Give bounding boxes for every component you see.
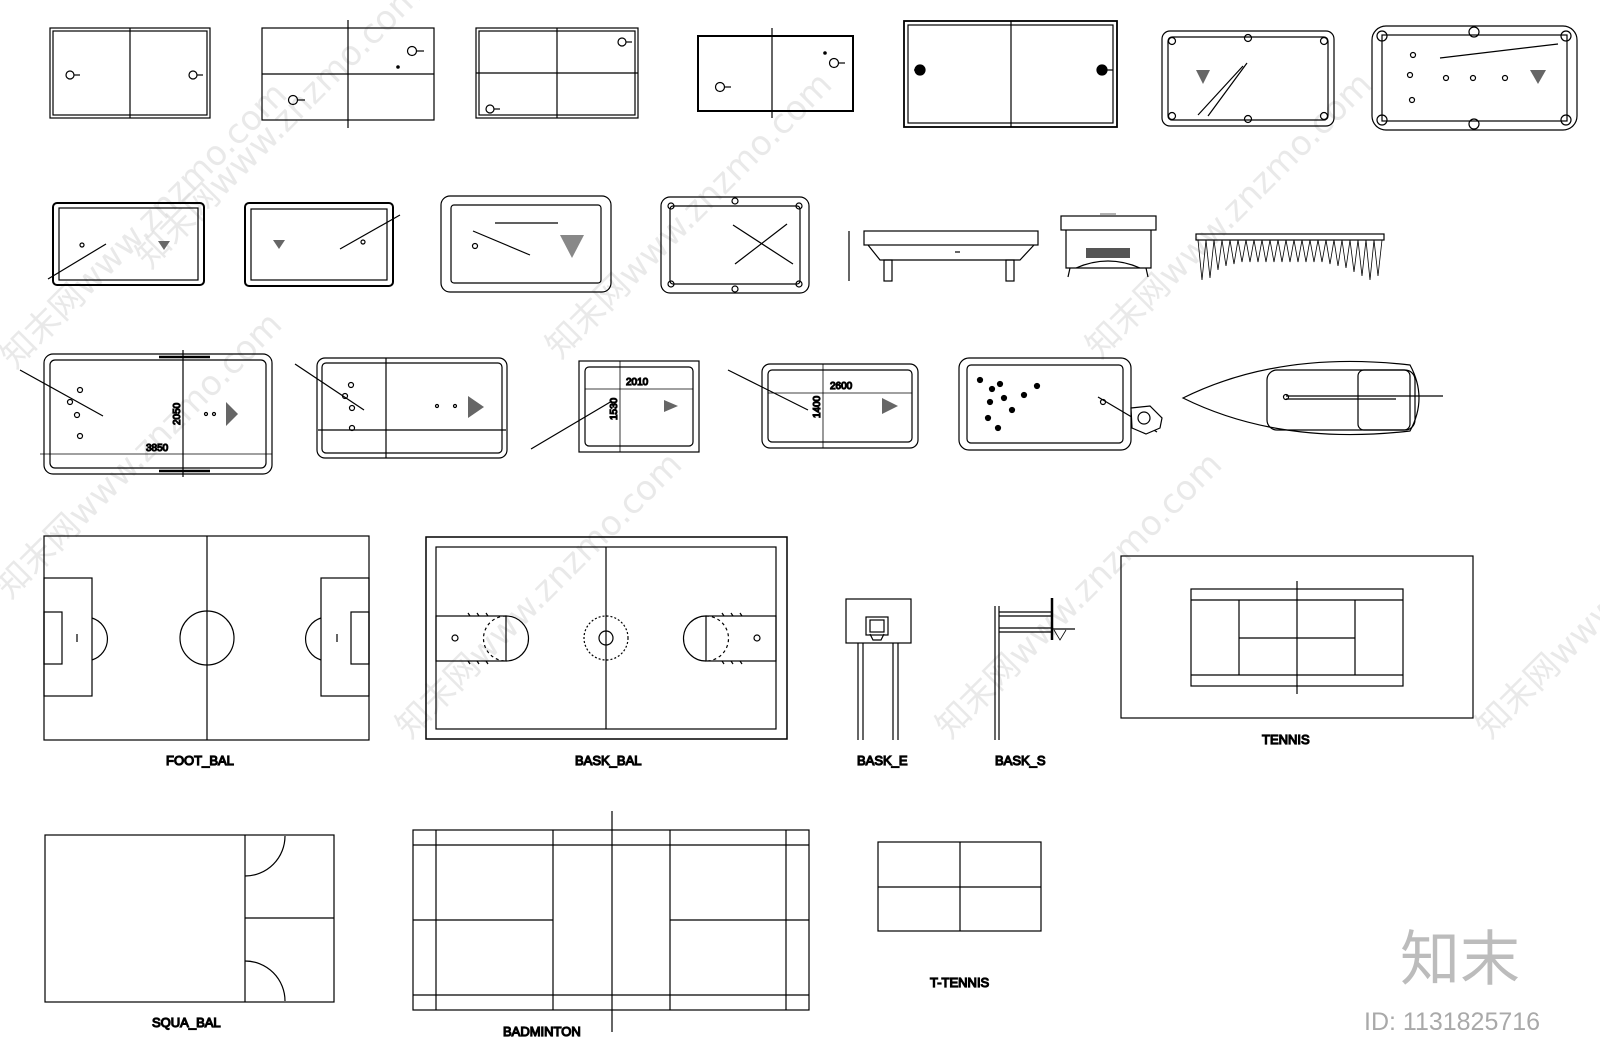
pool-table-end-elevation bbox=[1060, 213, 1157, 278]
basketball-court bbox=[425, 536, 788, 740]
pool-table-6 bbox=[660, 196, 810, 294]
badminton-court bbox=[412, 811, 810, 1032]
label-tennis: TENNIS bbox=[1262, 732, 1310, 747]
label-t-tennis: T-TENNIS bbox=[930, 975, 990, 990]
ping-pong-table-3 bbox=[475, 27, 639, 119]
dimension-label: 3850 bbox=[146, 443, 169, 454]
dimension-label: 2010 bbox=[626, 377, 649, 388]
ping-pong-table-1 bbox=[49, 27, 211, 119]
pool-table-dimensioned-1 bbox=[19, 350, 273, 477]
pool-table-2 bbox=[1371, 25, 1578, 131]
basketball-stand-side bbox=[994, 598, 1075, 740]
label-bask-s: BASK_S bbox=[995, 753, 1046, 768]
watermark-text: 知末网www.znzmo.com bbox=[1078, 64, 1380, 366]
pool-table-dimensioned-3 bbox=[530, 360, 700, 453]
pool-table-fringe-elevation bbox=[1195, 233, 1385, 281]
label-badminton: BADMINTON bbox=[503, 1024, 581, 1039]
tennis-court bbox=[1120, 555, 1474, 719]
football-field bbox=[43, 535, 370, 741]
ping-pong-table-2 bbox=[261, 20, 435, 128]
pool-table-4 bbox=[244, 202, 401, 287]
basketball-stand-elevation bbox=[845, 598, 912, 740]
label-bask-e: BASK_E bbox=[857, 753, 908, 768]
pool-table-5 bbox=[440, 195, 612, 293]
pool-table-dimensioned-2 bbox=[294, 357, 508, 459]
label-foot-bal: FOOT_BAL bbox=[166, 753, 234, 768]
pool-table-3 bbox=[47, 202, 205, 286]
pool-table-dimensioned-4 bbox=[727, 363, 919, 449]
dimension-label: 1530 bbox=[609, 397, 620, 420]
label-bask-bal: BASK_BAL bbox=[575, 753, 642, 768]
table-tennis-table-plan bbox=[877, 841, 1042, 932]
boat-plan bbox=[1181, 360, 1443, 436]
label-squa-bal: SQUA_BAL bbox=[152, 1015, 221, 1030]
brand-logo: 知末 bbox=[1400, 925, 1520, 995]
watermark-text: 知末网www.znzmo.com bbox=[128, 0, 430, 276]
squash-court bbox=[44, 834, 335, 1003]
ping-pong-table-4 bbox=[697, 28, 854, 118]
dimension-label: 2050 bbox=[172, 402, 183, 425]
pool-table-1 bbox=[1161, 30, 1335, 127]
watermark-text: 知末网www.znzmo.com bbox=[538, 64, 840, 366]
pool-table-side-elevation bbox=[848, 230, 1039, 282]
ping-pong-table-5 bbox=[903, 20, 1118, 128]
watermark-text: 知末网www.znzmo.com bbox=[388, 444, 690, 746]
watermark-text: 知末网www.znzmo.com bbox=[928, 444, 1230, 746]
dimension-label: 2600 bbox=[830, 381, 853, 392]
pool-table-with-player bbox=[958, 357, 1163, 451]
image-id: ID: 1131825716 bbox=[1364, 1008, 1540, 1036]
watermark-text: 知末网www.znzmo.com bbox=[1468, 444, 1600, 746]
dimension-label: 1400 bbox=[812, 395, 823, 418]
